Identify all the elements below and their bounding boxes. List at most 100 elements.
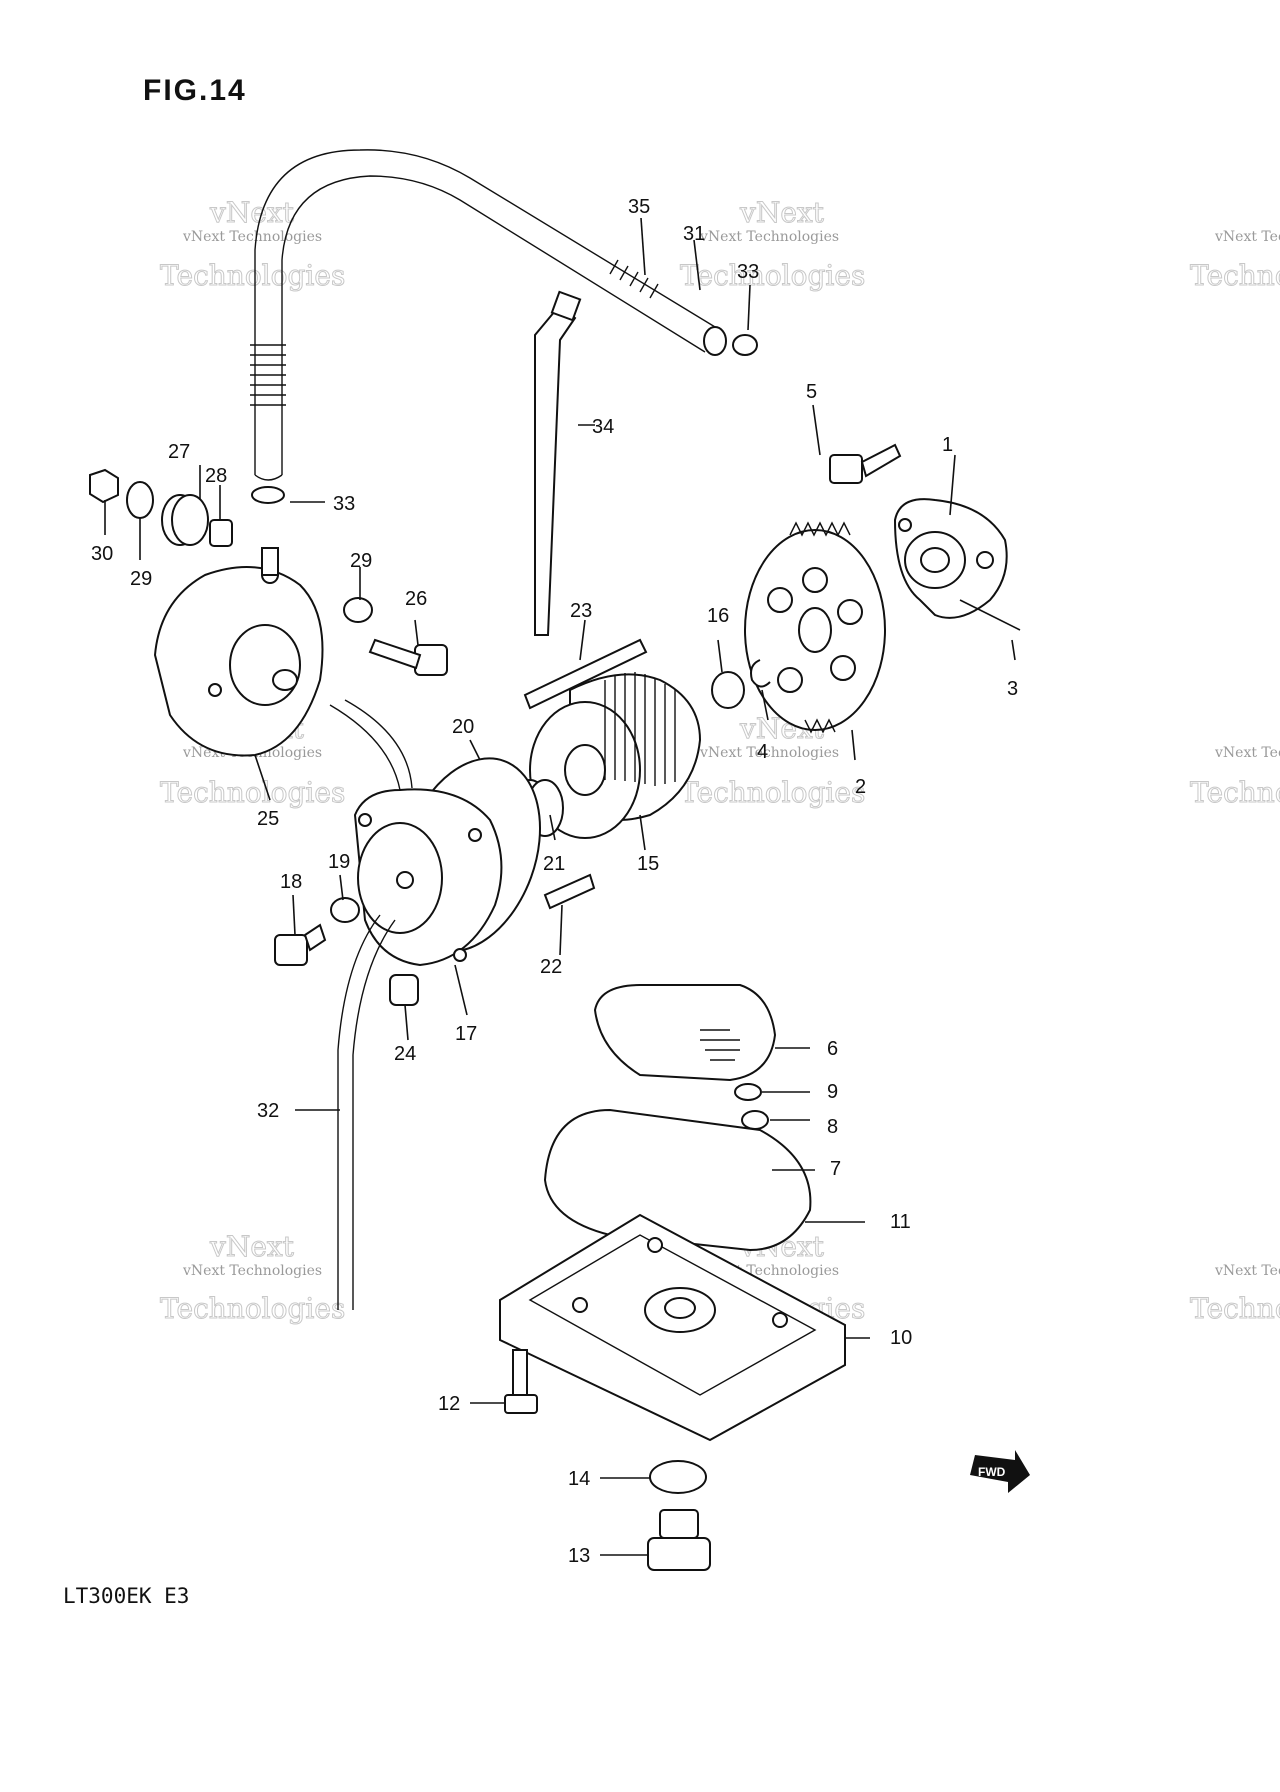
watermark-outline: Technologies bbox=[1190, 1292, 1280, 1325]
callout-3: 3 bbox=[1007, 678, 1018, 700]
callout-22: 22 bbox=[540, 956, 562, 978]
part-34-clamp-strap bbox=[534, 290, 582, 636]
part-25-pump-housing bbox=[153, 547, 324, 757]
part-28-collar bbox=[209, 519, 233, 547]
callout-34: 34 bbox=[592, 416, 614, 438]
part-13-drain-plug bbox=[647, 1509, 711, 1571]
watermark: vNext Technologies Technologies bbox=[1190, 229, 1280, 293]
watermark-outline: Technologies bbox=[680, 776, 865, 809]
part-35-hose-spring bbox=[250, 259, 659, 406]
model-code: LT300EK E3 bbox=[63, 1584, 189, 1608]
callout-labels: 1 2 3 4 5 6 7 8 9 10 11 12 13 14 15 16 1… bbox=[91, 196, 1018, 1567]
part-29-washer-right bbox=[343, 597, 373, 623]
watermark: vNext Technologies vNext Technologies bbox=[160, 196, 346, 293]
watermark-text: vNext Technologies bbox=[1214, 1263, 1280, 1279]
watermark-outline: Technologies bbox=[1190, 259, 1280, 292]
part-17-filter-cover bbox=[353, 788, 503, 967]
callout-16: 16 bbox=[707, 605, 729, 627]
callout-4: 4 bbox=[757, 741, 768, 763]
callout-12: 12 bbox=[438, 1393, 460, 1415]
callout-9: 9 bbox=[827, 1081, 838, 1103]
callout-33-upper: 33 bbox=[737, 261, 759, 283]
part-12-bolt bbox=[504, 1349, 538, 1414]
leader-lines bbox=[104, 217, 1016, 1556]
part-9-washer bbox=[734, 1083, 762, 1101]
callout-1: 1 bbox=[942, 434, 953, 456]
watermark-text: vNext Technologies bbox=[182, 1263, 322, 1279]
part-26-bolt bbox=[368, 638, 448, 676]
part-2-drive-gear bbox=[744, 521, 886, 734]
part-29-washer-left bbox=[126, 481, 154, 519]
part-30-nut bbox=[89, 468, 119, 504]
callout-33-lower: 33 bbox=[333, 493, 355, 515]
callout-23: 23 bbox=[570, 600, 592, 622]
callout-35: 35 bbox=[628, 196, 650, 218]
part-33-clip-upper bbox=[732, 334, 758, 356]
part-6-strainer bbox=[593, 984, 777, 1082]
part-22-stud bbox=[543, 873, 596, 910]
part-5-bolt bbox=[829, 443, 902, 484]
part-14-washer bbox=[649, 1460, 707, 1494]
callout-29-left: 29 bbox=[130, 568, 152, 590]
callout-8: 8 bbox=[827, 1116, 838, 1138]
callout-26: 26 bbox=[405, 588, 427, 610]
watermark-outline: vNext bbox=[209, 196, 295, 229]
part-8-washer bbox=[741, 1110, 769, 1130]
part-33-clip-lower bbox=[251, 486, 285, 504]
part-1-oil-pump bbox=[893, 498, 1008, 619]
watermark-outline: vNext bbox=[209, 1230, 295, 1263]
callout-24: 24 bbox=[394, 1043, 416, 1065]
callout-11: 11 bbox=[890, 1211, 911, 1233]
callout-17: 17 bbox=[455, 1023, 477, 1045]
part-10-oil-pan bbox=[499, 1213, 846, 1442]
watermark: vNext Technologies vNext Technologies bbox=[680, 196, 866, 293]
part-4-circlip bbox=[750, 659, 771, 688]
watermark-text: vNext Technologies bbox=[182, 229, 322, 245]
watermark: vNext Technologies Technologies bbox=[1190, 1263, 1280, 1326]
part-32-pipe-lower bbox=[337, 914, 396, 1310]
part-31-oil-hose bbox=[254, 149, 727, 481]
part-3-pin bbox=[959, 599, 1021, 631]
part-18-bolt bbox=[274, 923, 327, 966]
callout-19: 19 bbox=[328, 851, 350, 873]
watermark: vNext Technologies vNext Technologies bbox=[680, 712, 866, 810]
watermark-text: vNext Technologies bbox=[1214, 229, 1280, 245]
figure-title: FIG.14 bbox=[143, 74, 247, 107]
callout-21: 21 bbox=[543, 853, 565, 875]
part-16-o-ring bbox=[711, 671, 745, 709]
watermark: vNext Technologies vNext Technologies bbox=[160, 1230, 346, 1326]
fwd-badge-text: FWD bbox=[978, 1465, 1006, 1479]
callout-13: 13 bbox=[568, 1545, 590, 1567]
callout-20: 20 bbox=[452, 716, 474, 738]
callout-7: 7 bbox=[830, 1158, 841, 1180]
callout-28: 28 bbox=[205, 465, 227, 487]
callout-31: 31 bbox=[683, 223, 705, 245]
callout-25: 25 bbox=[257, 808, 279, 830]
watermark-outline: Technologies bbox=[680, 259, 865, 292]
callout-14: 14 bbox=[568, 1468, 590, 1490]
part-19-washer bbox=[330, 897, 360, 923]
callout-15: 15 bbox=[637, 853, 659, 875]
part-11-gasket bbox=[543, 1108, 812, 1252]
watermark-outline: Technologies bbox=[160, 259, 345, 292]
watermark-outline: Technologies bbox=[1190, 776, 1280, 809]
callout-2: 2 bbox=[855, 776, 866, 798]
callout-6: 6 bbox=[827, 1038, 838, 1060]
callout-29-right: 29 bbox=[350, 550, 372, 572]
part-23-stud bbox=[523, 638, 648, 710]
callout-30: 30 bbox=[91, 543, 113, 565]
part-24-cap-nut bbox=[389, 974, 419, 1006]
part-32-pipe-upper bbox=[329, 699, 413, 791]
watermark-text: vNext Technologies bbox=[699, 745, 839, 761]
callout-10: 10 bbox=[890, 1327, 912, 1349]
watermark-text: vNext Technologies bbox=[1214, 745, 1280, 761]
watermark-outline: Technologies bbox=[160, 776, 345, 809]
callout-18: 18 bbox=[280, 871, 302, 893]
callout-32: 32 bbox=[257, 1100, 279, 1122]
watermark-outline: vNext bbox=[739, 196, 825, 229]
callout-27: 27 bbox=[168, 441, 190, 463]
part-27-grommet bbox=[161, 494, 209, 546]
watermark-text: vNext Technologies bbox=[699, 229, 839, 245]
callout-5: 5 bbox=[806, 381, 817, 403]
